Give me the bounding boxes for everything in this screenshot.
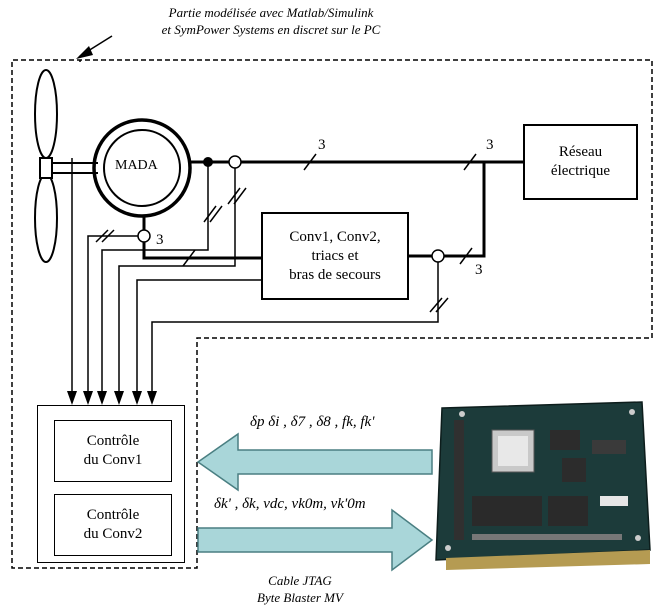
signals-to-control: δp δi , δ7 , δ8 , fk, fk' [250, 414, 375, 430]
control-conv2-line-2: du Conv2 [83, 526, 143, 542]
control-conv2-line-1: Contrôle [86, 507, 140, 523]
mada-machine [92, 118, 192, 218]
caption-line-1: Partie modélisée avec Matlab/Simulink [168, 5, 374, 20]
stator-current-sensor [228, 155, 242, 169]
grid-side-sensor [431, 249, 445, 263]
caption-jtag-line-1: Cable JTAG [268, 573, 332, 588]
caption-pointer-arrowhead [76, 46, 93, 59]
converter-box-line-2: triacs et [311, 247, 359, 264]
machine-label: MADA [115, 158, 158, 173]
converter-box-line-3: bras de secours [289, 266, 381, 283]
phase-ticks [95, 153, 477, 313]
control-conv1-line-2: du Conv1 [83, 452, 143, 468]
measurement-wires [87, 162, 439, 392]
grid-box-line-1: Réseau [558, 144, 603, 160]
control-conv1-box: Contrôle du Conv1 [54, 420, 172, 482]
caption-line-2: et SymPower Systems en discret sur le PC [161, 22, 381, 37]
measurement-arrowheads [67, 391, 157, 405]
caption-simulated-part: Partie modélisée avec Matlab/Simulink et… [116, 4, 426, 38]
phase-label-converter: 3 [475, 262, 483, 278]
phase-label-stator: 3 [318, 137, 326, 153]
turbine-icon [34, 69, 98, 395]
grid-box-line-2: électrique [550, 163, 611, 179]
arrow-to-control [196, 432, 433, 492]
caption-jtag: Cable JTAG Byte Blaster MV [220, 572, 380, 606]
phase-label-grid: 3 [486, 137, 494, 153]
caption-jtag-line-2: Byte Blaster MV [257, 590, 343, 605]
converter-box: Conv1, Conv2, triacs et bras de secours [261, 212, 409, 300]
signals-to-fpga: δk' , δk, vdc, vk0m, vk'0m [214, 496, 366, 512]
simulated-region-border [11, 59, 653, 569]
grid-box: Réseau électrique [523, 124, 638, 200]
phase-label-rotor: 3 [156, 232, 164, 248]
converter-box-line-1: Conv1, Conv2, [289, 228, 381, 245]
control-conv2-box: Contrôle du Conv2 [54, 494, 172, 556]
fpga-board-image [435, 401, 651, 570]
arrow-to-fpga [197, 508, 434, 572]
rotor-current-sensor [137, 229, 151, 243]
control-conv1-line-1: Contrôle [86, 433, 140, 449]
